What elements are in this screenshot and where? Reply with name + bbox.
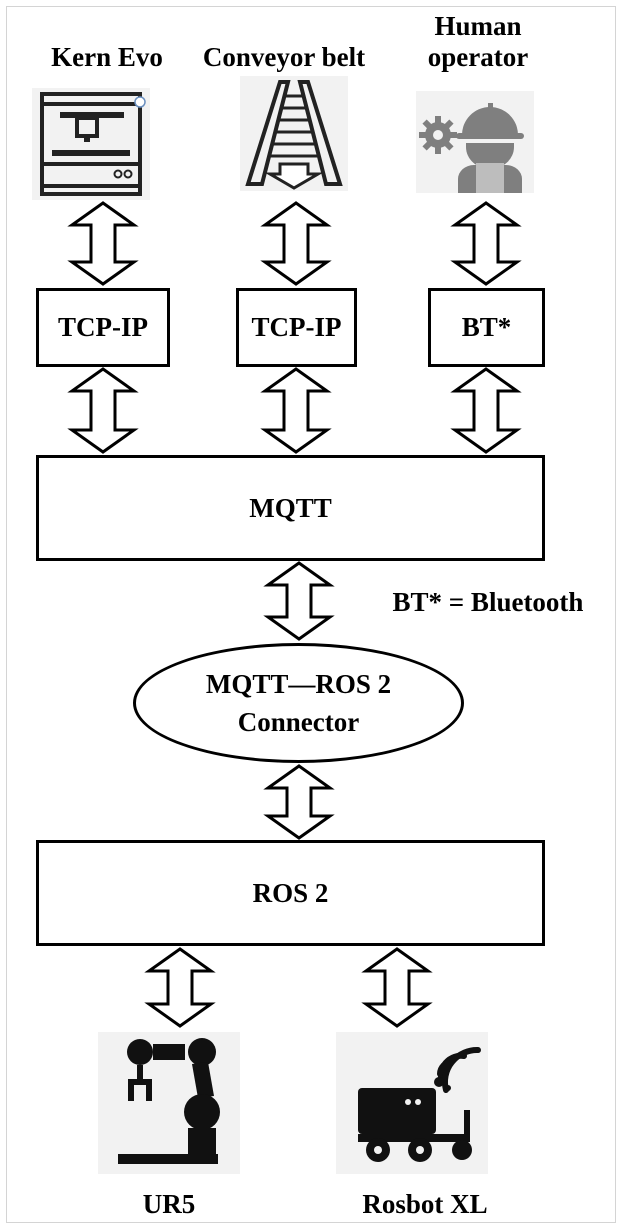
label-rosbot-xl: Rosbot XL <box>362 1189 488 1219</box>
conveyor-belt-icon <box>240 76 348 191</box>
ros2-box: ROS 2 <box>36 840 545 946</box>
arrow-kern-to-tcp <box>67 201 139 286</box>
label-ur5: UR5 <box>142 1189 196 1219</box>
bt-footnote: BT* = Bluetooth <box>392 587 584 617</box>
connector-line2: Connector <box>237 707 360 737</box>
mqtt-box: MQTT <box>36 455 545 561</box>
robot-arm-icon <box>98 1032 240 1174</box>
arrow-tcp2-to-mqtt <box>260 367 332 454</box>
arrow-human-to-bt <box>450 201 522 286</box>
protocol-box-bt: BT* <box>428 288 545 367</box>
mobile-robot-wifi-icon <box>336 1032 488 1174</box>
3d-printer-icon <box>32 88 150 200</box>
label-conveyor-belt: Conveyor belt <box>202 42 366 72</box>
worker-gear-icon <box>416 91 534 193</box>
arrow-tcp1-to-mqtt <box>67 367 139 454</box>
mqtt-ros2-connector: MQTT—ROS 2 Connector <box>133 643 464 763</box>
arrow-bt-to-mqtt <box>450 367 522 454</box>
arrow-mqtt-to-connector <box>263 561 335 641</box>
arrow-conveyor-to-tcp <box>260 201 332 286</box>
arrow-connector-to-ros <box>263 764 335 840</box>
protocol-box-tcp-ip-2: TCP-IP <box>236 288 357 367</box>
label-kern-evo: Kern Evo <box>51 42 163 72</box>
arrow-ros-to-rosbot <box>361 947 433 1028</box>
protocol-box-tcp-ip-1: TCP-IP <box>36 288 170 367</box>
label-human-line1: Human <box>434 11 522 41</box>
label-human-operator: Human operator <box>408 11 548 73</box>
arrow-ros-to-ur5 <box>144 947 216 1028</box>
diagram-frame <box>6 6 616 1223</box>
connector-line1: MQTT—ROS 2 <box>205 669 392 699</box>
label-human-line2: operator <box>427 42 529 72</box>
